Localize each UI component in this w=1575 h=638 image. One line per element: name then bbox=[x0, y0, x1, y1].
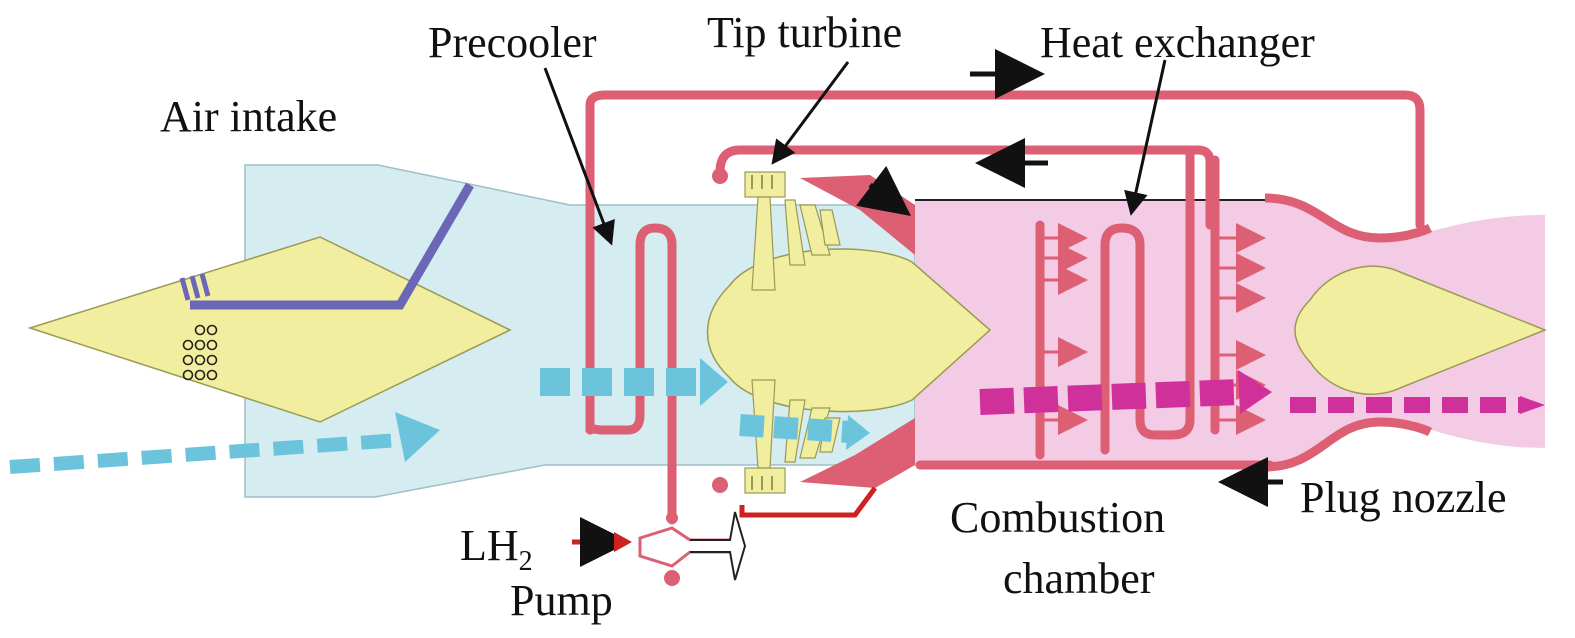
bleed-duct bbox=[190, 182, 474, 310]
spike-perforations bbox=[182, 324, 218, 381]
intake-airflow-arrow bbox=[9, 412, 440, 474]
tip-turbine-slots bbox=[751, 175, 773, 490]
pump-label: Pump bbox=[510, 576, 613, 625]
lh2-main: LH bbox=[460, 521, 519, 570]
combustion-flow-arrow bbox=[979, 370, 1272, 415]
plug-nozzle-label: Plug nozzle bbox=[1300, 473, 1507, 522]
heat-exchanger-label: Heat exchanger bbox=[1040, 18, 1315, 67]
inlet-spike-centrebody bbox=[27, 236, 512, 423]
precooler-leader bbox=[543, 67, 615, 246]
lh2-pump bbox=[638, 511, 747, 581]
core-airflow-arrow bbox=[739, 414, 870, 450]
nozzle-upper-contour bbox=[1264, 193, 1433, 243]
lh2-arrow-head bbox=[614, 532, 632, 552]
precooler-label: Precooler bbox=[428, 18, 597, 67]
combustion-label-line1: Combustion bbox=[950, 493, 1165, 542]
nozzle-lower-contour bbox=[1264, 417, 1433, 472]
nozzle-plug bbox=[1294, 265, 1548, 395]
flow-direction-arrow-vane bbox=[856, 165, 911, 217]
lh2-subscript: 2 bbox=[519, 546, 533, 577]
tip-turbine-label: Tip turbine bbox=[707, 8, 902, 57]
turbine-drain-pipe bbox=[739, 486, 878, 518]
lh2-label: LH2 bbox=[460, 521, 533, 577]
pipe-nodes bbox=[664, 168, 728, 586]
injector-arrows bbox=[1042, 223, 1266, 435]
compressor-airflow-arrow bbox=[540, 358, 728, 406]
exhaust-flow-arrow bbox=[1290, 396, 1545, 414]
air-intake-label: Air intake bbox=[160, 92, 337, 141]
bleed-duct-slots bbox=[179, 273, 211, 301]
compressor-blades-upper bbox=[744, 171, 841, 291]
heat-exchanger-leader bbox=[1124, 59, 1167, 216]
tip-turbine-leader bbox=[771, 61, 850, 165]
combustion-label-line2: chamber bbox=[1003, 554, 1155, 603]
turbine-exit-vane-lower bbox=[800, 418, 915, 488]
